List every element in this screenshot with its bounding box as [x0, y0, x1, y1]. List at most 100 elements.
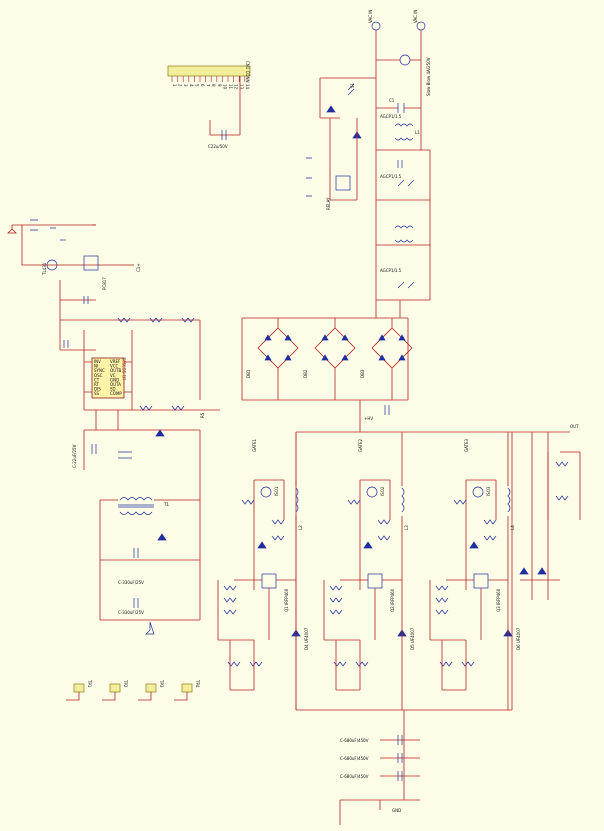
ac-input-section: VAC IN VAC IN Slow Blow 4A/250V S1 RELAY… [306, 10, 431, 318]
switch-label: S1 [350, 82, 355, 88]
ic-pin-left-ct: CT [94, 377, 100, 382]
ic-pin-right-outa: OUTA [110, 382, 121, 387]
optocoupler [83, 255, 99, 271]
inductor-label-1: L2 [298, 525, 303, 530]
header-pin-9: 9 [217, 84, 222, 87]
mosfet-label-3: Q3 IRFP460 [496, 588, 501, 612]
test-point-2: TP2 [102, 679, 128, 701]
bridge-rectifier-3: DB3 [360, 318, 413, 400]
feedback-section: TL431 PC817 C1+ [7, 219, 201, 400]
cap-c1-label: C1 [389, 98, 395, 103]
ic-pin-right-vcc: VCC [110, 364, 119, 369]
header-pin-10: 10 [222, 84, 227, 90]
gate-label-3: GATE3 [464, 439, 469, 452]
feedback-out-label: C1+ [136, 263, 141, 272]
relay-transistor [335, 175, 351, 191]
header-pin-7: 7 [206, 84, 211, 87]
test-point-label-3: TP3 [159, 679, 164, 688]
fuse-symbol [399, 54, 411, 66]
controller-section: U1 SG3525 INVNISYNCOSCCTRTDISSSVREFVCCOU… [72, 330, 220, 500]
right-ladder [519, 451, 581, 581]
optocoupler-label: PC817 [102, 277, 107, 290]
output-bus-label: OUT [570, 424, 579, 429]
cap-c2-value: AGCP1/1.5 [380, 174, 402, 179]
header-pin-2: 2 [178, 84, 183, 87]
ic-pin-left-ni: NI [94, 364, 98, 369]
driver-transformer-label: T1 [163, 502, 169, 507]
mosfet-2 [367, 573, 383, 589]
ic-pin-left-dis: DIS [94, 387, 101, 392]
mosfet-label-2: Q2 IRFP460 [390, 588, 395, 612]
test-points: TP1 TP2 TP3 TP4 [66, 679, 200, 701]
bulk-cap-value-1: C-680uF/450V [340, 738, 369, 743]
hv-bus: OUT [295, 424, 579, 711]
inductor-label-2: L3 [404, 525, 409, 530]
header-pin-8: 8 [211, 84, 216, 87]
diode-label-3: D6 UF4007 [516, 627, 521, 650]
controller-ic [91, 357, 125, 399]
mosfet-1 [261, 573, 277, 589]
inductor-3 [507, 487, 511, 513]
test-point-4: TP4 [174, 679, 200, 701]
ic-pin-left-inv: INV [94, 359, 101, 364]
header-pin-6: 6 [200, 84, 205, 87]
header-pin-4: 4 [189, 84, 194, 87]
bulk-cap-1: C-680uF/450V [340, 735, 420, 745]
header-cap [221, 130, 227, 140]
relay-label: RELAY [326, 197, 331, 210]
opto-label-2: ISO2 [380, 486, 385, 496]
gate-label-2: GATE2 [358, 439, 363, 452]
opto-1 [260, 486, 272, 498]
bridge-label-2: DB2 [303, 369, 308, 378]
ic-pin-left-rt: RT [94, 382, 99, 387]
gate-label-1: GATE1 [252, 439, 257, 452]
driver-section: T1 C-330uF/25V C-330uF/25V [99, 497, 201, 635]
ic-pin-left-ss: SS [94, 391, 100, 396]
controller-r5-label: R5 [200, 412, 205, 418]
diode-d1 [326, 105, 336, 113]
bridge-label-3: DB3 [360, 369, 365, 378]
opto-3 [472, 486, 484, 498]
ic-pin-left-sync: SYNC [94, 368, 105, 373]
switch-symbol [347, 83, 355, 96]
ic-pin-right-outb: OUTB [110, 368, 122, 373]
fuse-label: Slow Blow 4A/250V [426, 57, 431, 96]
ic-pin-right-comp: COMP [110, 391, 122, 396]
ic-pin-left-osc: OSC [94, 373, 103, 378]
diode-label-2: D5 UF4007 [410, 627, 415, 650]
ic-pin-right-sd: SD [110, 387, 116, 392]
ac-in-label-1: VAC IN [368, 10, 373, 23]
bridge-rectifier-2: DB2 [303, 318, 356, 400]
header-connector-name: CN1 CONN [245, 61, 250, 83]
header-pin-5: 5 [194, 84, 199, 87]
opto-label-1: ISO1 [274, 486, 279, 496]
inductor-l1 [394, 123, 414, 127]
test-point-label-4: TP4 [195, 679, 200, 688]
cap-c1 [397, 103, 405, 113]
ac-terminal-2 [416, 21, 426, 31]
test-point-3: TP3 [138, 679, 164, 701]
bulk-cap-2: C-680uF/450V [340, 753, 420, 763]
output-neg-label: GND [392, 808, 401, 813]
opto-label-3: ISO3 [486, 486, 491, 496]
header-pin-11: 11 [228, 84, 233, 90]
driver-cap1-value: C-330uF/25V [118, 580, 144, 585]
ac-terminal-1 [371, 21, 381, 31]
test-point-1: TP1 [66, 679, 92, 701]
ic-pin-right-vc: VC [110, 373, 116, 378]
inductor-1 [295, 487, 299, 513]
driver-transformer-primary [119, 497, 153, 501]
driver-cap3-value: C-22uF/25V [72, 444, 77, 468]
test-point-label-2: TP2 [123, 679, 128, 688]
cap-c3-value: AGCP1/1.5 [380, 268, 402, 273]
driver-cap2-value: C-330uF/25V [118, 610, 144, 615]
bulk-cap-value-2: C-680uF/450V [340, 756, 369, 761]
